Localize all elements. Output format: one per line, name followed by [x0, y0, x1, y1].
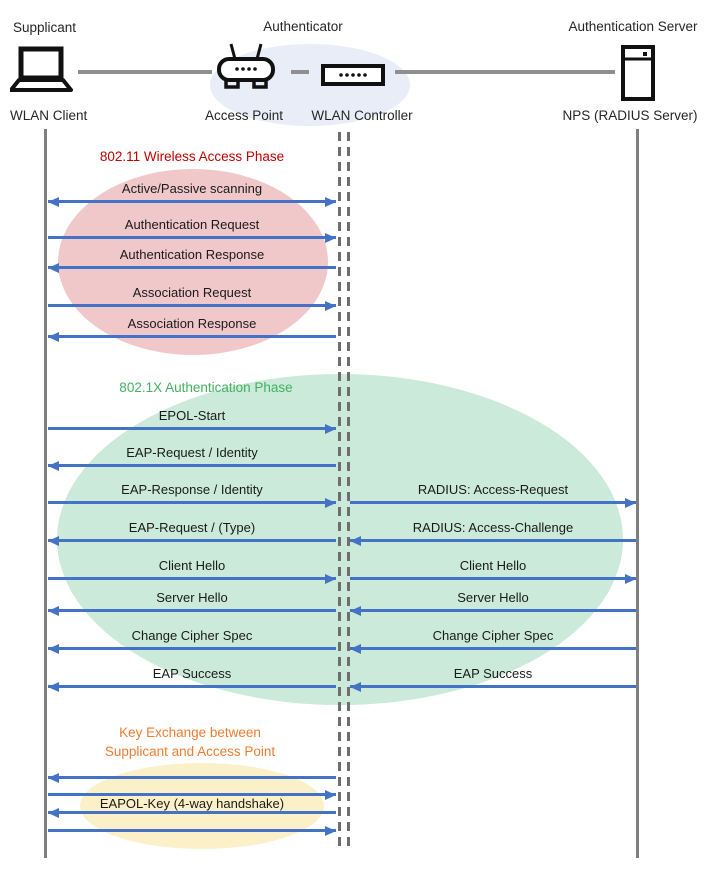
- arrowhead-left-icon: [350, 644, 361, 654]
- message-arrow-line: [48, 577, 336, 580]
- message-label: Change Cipher Spec: [432, 628, 554, 643]
- message-arrow-line: [48, 236, 336, 239]
- arrowhead-left-icon: [48, 263, 59, 273]
- message-label: Authentication Response: [119, 247, 265, 262]
- message-arrow-line: [350, 577, 636, 580]
- message-label: EAP Success: [152, 666, 232, 681]
- message-arrow-line: [48, 539, 336, 542]
- message-arrow-line: [48, 829, 336, 832]
- arrowhead-left-icon: [48, 332, 59, 342]
- message-arrow-line: [350, 539, 636, 542]
- connector-ap-to-controller: [291, 70, 309, 74]
- phase-title-key-exchange: Key Exchange between Supplicant and Acce…: [105, 723, 275, 761]
- arrowhead-left-icon: [350, 606, 361, 616]
- message-label: Server Hello: [457, 590, 529, 605]
- arrowhead-left-icon: [48, 644, 59, 654]
- message-arrow-line: [48, 266, 336, 269]
- message-label: RADIUS: Access-Challenge: [412, 520, 574, 535]
- message-label: Server Hello: [156, 590, 228, 605]
- arrowhead-right-icon: [325, 498, 336, 508]
- role-label-authentication-server: Authentication Server: [568, 19, 698, 34]
- message-label: RADIUS: Access-Request: [417, 482, 569, 497]
- message-label: Authentication Request: [124, 217, 260, 232]
- phase-title-authentication: 802.1X Authentication Phase: [119, 380, 293, 395]
- phase-title-key-exchange-line1: Key Exchange between: [119, 725, 261, 740]
- connector-client-to-ap: [78, 70, 212, 74]
- arrowhead-left-icon: [48, 536, 59, 546]
- lifeline-authenticator-left: [338, 132, 341, 852]
- arrowhead-left-icon: [350, 536, 361, 546]
- arrowhead-left-icon: [48, 808, 59, 818]
- lifeline-authentication-server: [636, 129, 639, 858]
- server-icon: [621, 45, 655, 101]
- message-label: Association Request: [132, 285, 252, 300]
- arrowhead-right-icon: [325, 790, 336, 800]
- arrowhead-left-icon: [350, 682, 361, 692]
- message-arrow-line: [350, 609, 636, 612]
- arrowhead-left-icon: [48, 606, 59, 616]
- message-label: Active/Passive scanning: [121, 181, 263, 196]
- device-label-wlan-client: WLAN Client: [10, 108, 88, 123]
- arrowhead-right-icon: [625, 498, 636, 508]
- arrowhead-left-icon: [48, 197, 59, 207]
- message-label: EAP-Response / Identity: [121, 482, 263, 497]
- message-arrow-line: [350, 647, 636, 650]
- lifeline-authenticator-right: [347, 132, 350, 852]
- message-arrow-line: [48, 776, 336, 779]
- message-arrow-line: [48, 501, 336, 504]
- message-label: EAPOL-Key (4-way handshake): [99, 796, 285, 811]
- lifeline-supplicant: [44, 129, 47, 858]
- message-arrow-line: [48, 647, 336, 650]
- message-label: Change Cipher Spec: [131, 628, 253, 643]
- phase-title-key-exchange-line2: Supplicant and Access Point: [104, 744, 276, 759]
- arrowhead-right-icon: [325, 574, 336, 584]
- device-label-access-point: Access Point: [204, 108, 284, 123]
- arrowhead-right-icon: [325, 197, 336, 207]
- message-label: EAP-Request / Identity: [126, 445, 258, 460]
- message-label: EAP-Request / (Type): [128, 520, 256, 535]
- message-arrow-line: [350, 501, 636, 504]
- wlan-controller-icon: [321, 64, 385, 86]
- message-arrow-line: [48, 811, 336, 814]
- laptop-icon: [9, 46, 74, 94]
- access-point-icon: [214, 42, 278, 92]
- message-label: EPOL-Start: [158, 408, 226, 423]
- message-label: Association Response: [127, 316, 257, 331]
- message-arrow-line: [48, 304, 336, 307]
- message-arrow-line: [48, 793, 336, 796]
- connector-controller-to-server: [395, 70, 615, 74]
- arrowhead-left-icon: [48, 682, 59, 692]
- message-arrow-line: [48, 335, 336, 338]
- device-label-nps-radius-server: NPS (RADIUS Server): [562, 108, 698, 123]
- arrowhead-right-icon: [325, 826, 336, 836]
- arrowhead-right-icon: [325, 424, 336, 434]
- message-label: EAP Success: [453, 666, 533, 681]
- role-label-supplicant: Supplicant: [13, 20, 77, 35]
- arrowhead-left-icon: [48, 773, 59, 783]
- phase-title-wireless-access: 802.11 Wireless Access Phase: [99, 149, 285, 164]
- message-label: Client Hello: [158, 558, 226, 573]
- message-arrow-line: [48, 427, 336, 430]
- message-arrow-line: [48, 200, 336, 203]
- message-arrow-line: [48, 685, 336, 688]
- arrowhead-right-icon: [625, 574, 636, 584]
- arrowhead-left-icon: [48, 461, 59, 471]
- device-label-wlan-controller: WLAN Controller: [311, 108, 413, 123]
- message-label: Client Hello: [459, 558, 527, 573]
- message-arrow-line: [48, 609, 336, 612]
- arrowhead-right-icon: [325, 301, 336, 311]
- message-arrow-line: [48, 464, 336, 467]
- message-arrow-line: [350, 685, 636, 688]
- arrowhead-right-icon: [325, 233, 336, 243]
- role-label-authenticator: Authenticator: [263, 19, 343, 34]
